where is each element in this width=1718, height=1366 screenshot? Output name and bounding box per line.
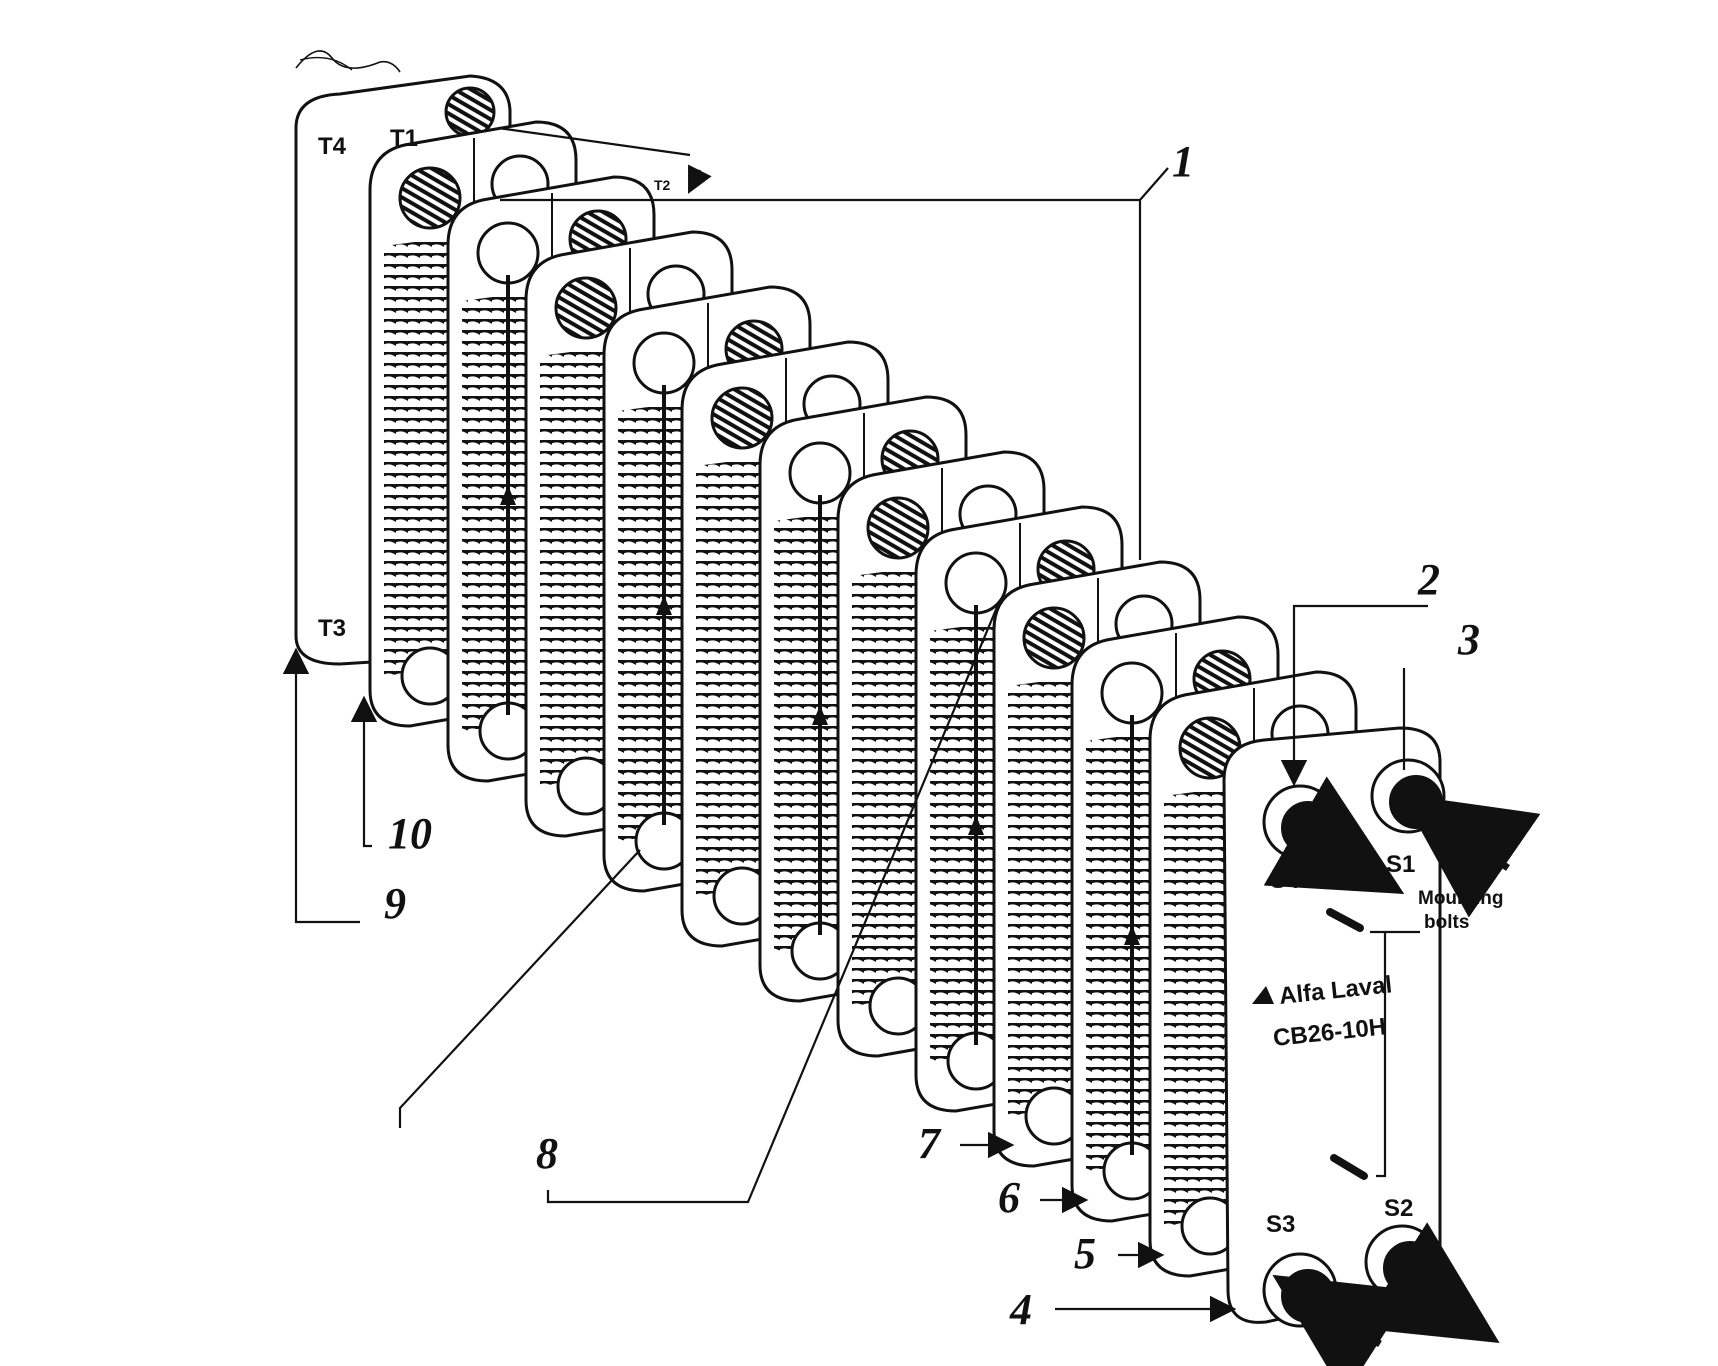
port-label-t1: T1	[390, 125, 418, 152]
flow-up-arrow	[1124, 925, 1140, 945]
port-label-s2: S2	[1384, 1195, 1413, 1222]
thermocouple-wire-2	[299, 56, 353, 71]
mounting-bolt-lower	[1330, 1154, 1368, 1180]
callout-10: 10	[388, 809, 432, 858]
plate-port	[788, 441, 852, 505]
leader-lines	[282, 50, 1428, 1323]
mounting-bolts-label-line1: Mounting	[1418, 888, 1503, 909]
t2-arrow	[688, 164, 712, 194]
port-label-t3: T3	[318, 615, 346, 642]
port-label-s1: S1	[1386, 851, 1415, 878]
leader-1	[500, 167, 1169, 560]
plate-port	[944, 551, 1008, 615]
port-label-t2: T2	[654, 177, 671, 193]
callout-5: 5	[1074, 1229, 1096, 1278]
callout-numbers: 1 2 3 4 5 6 7 8 9 10	[384, 137, 1480, 1334]
port-t1-circle	[444, 86, 496, 138]
callout-9: 9	[384, 879, 406, 928]
callout-4: 4	[1009, 1285, 1032, 1334]
port-label-t4: T4	[318, 133, 347, 160]
plate-port	[398, 166, 462, 230]
plate-port	[554, 276, 618, 340]
leader-mounting-bolts	[1370, 930, 1420, 1178]
leader-10	[350, 695, 378, 848]
s4-outlet-arrow	[1263, 776, 1405, 895]
callout-6: 6	[998, 1173, 1020, 1222]
plate-port	[476, 221, 540, 285]
flow-arrows	[1263, 776, 1541, 1366]
flow-up-arrow	[812, 705, 828, 725]
callout-1: 1	[1172, 137, 1194, 186]
plate-port	[632, 331, 696, 395]
leader-8	[546, 599, 1002, 1204]
plate-port	[866, 496, 930, 560]
callout-8: 8	[536, 1129, 558, 1178]
port-label-s3: S3	[1266, 1211, 1295, 1238]
plate-port	[1100, 661, 1164, 725]
flow-up-arrow	[500, 485, 516, 505]
back-plate-labels: T4 T1 T2 T3	[318, 125, 671, 642]
thermocouple-wire	[295, 50, 401, 73]
callout-3: 3	[1457, 615, 1480, 664]
plate-port	[710, 386, 774, 450]
s3-inlet-arrow	[1272, 1274, 1413, 1366]
port-label-s4: S4	[1270, 867, 1300, 894]
mounting-bolt-upper	[1326, 908, 1364, 932]
alfa-laval-logo-icon	[1252, 986, 1274, 1004]
flow-up-arrow	[656, 595, 672, 615]
leader-unlabeled	[398, 849, 641, 1128]
flow-up-arrow	[968, 815, 984, 835]
s1-inlet-arrow	[1400, 794, 1541, 918]
leader-9	[282, 647, 360, 924]
mounting-bolts-label-line2: bolts	[1424, 912, 1469, 933]
callout-2: 2	[1417, 555, 1440, 604]
plate-stack	[294, 74, 1446, 1328]
callout-7: 7	[918, 1119, 942, 1168]
leader-2	[1280, 604, 1428, 787]
t1-inflow-line	[497, 126, 691, 157]
plate-port	[1022, 606, 1086, 670]
